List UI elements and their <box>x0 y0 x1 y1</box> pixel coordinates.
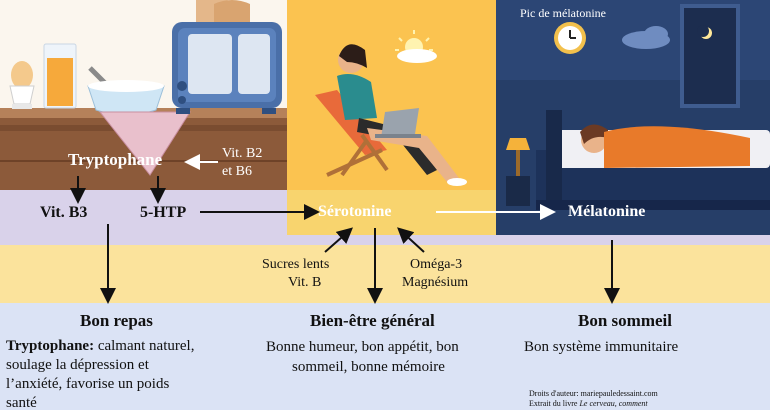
repas-line-4: santé <box>6 395 37 410</box>
melatonine-label: Mélatonine <box>568 203 646 220</box>
kitchen-illustration <box>0 0 287 190</box>
bon-sommeil-title: Bon sommeil <box>578 311 672 330</box>
serotonin-illustration <box>287 0 496 235</box>
melatonin-illustration <box>496 0 770 235</box>
vit-b-label: Vit. B <box>288 275 322 290</box>
repas-bold: Tryptophane: <box>6 338 95 354</box>
bien-etre-title: Bien-être général <box>310 311 435 330</box>
sucres-lents-label: Sucres lents <box>262 257 330 272</box>
credit-italic: Le cerveau, comment <box>579 399 648 408</box>
serotonine-label: Sérotonine <box>318 203 392 220</box>
sunny-scene <box>287 0 496 235</box>
night-scene <box>496 0 770 235</box>
credit-plain: Extrait du livre <box>529 399 580 408</box>
vit-b2-label: Vit. B2 <box>222 146 263 161</box>
arrow-sucres-to-serotonine <box>324 227 354 253</box>
credit-line-2: Extrait du livre Le cerveau, comment <box>529 399 648 408</box>
vit-b3-label: Vit. B3 <box>40 204 88 221</box>
bienetre-line-2: sommeil, bonne mémoire <box>292 359 445 375</box>
credit-line-1: Droits d'auteur: mariepauledessaint.com <box>529 389 658 398</box>
pic-melatonine-label: Pic de mélatonine <box>520 6 606 20</box>
kitchen-scene <box>0 0 287 190</box>
arrow-omega-to-serotonine <box>397 227 425 253</box>
repas-line-2: soulage la dépression et <box>6 357 149 373</box>
bon-repas-title: Bon repas <box>80 311 153 330</box>
repas-line-3: l’anxiété, favorise un poids <box>6 376 170 392</box>
omega3-label: Oméga-3 <box>410 257 463 272</box>
tryptophane-label: Tryptophane <box>68 150 163 169</box>
et-b6-label: et B6 <box>222 164 252 179</box>
bienetre-line-1: Bonne humeur, bon appétit, bon <box>266 339 459 355</box>
magnesium-label: Magnésium <box>402 275 469 290</box>
repas-line-1-text: calmant naturel, <box>94 338 195 354</box>
yellow-band <box>0 245 770 303</box>
sommeil-line-1: Bon système immunitaire <box>524 339 679 355</box>
5htp-label: 5-HTP <box>140 204 187 221</box>
repas-line-1: Tryptophane: calmant naturel, <box>6 338 194 355</box>
blue-band <box>0 303 770 410</box>
